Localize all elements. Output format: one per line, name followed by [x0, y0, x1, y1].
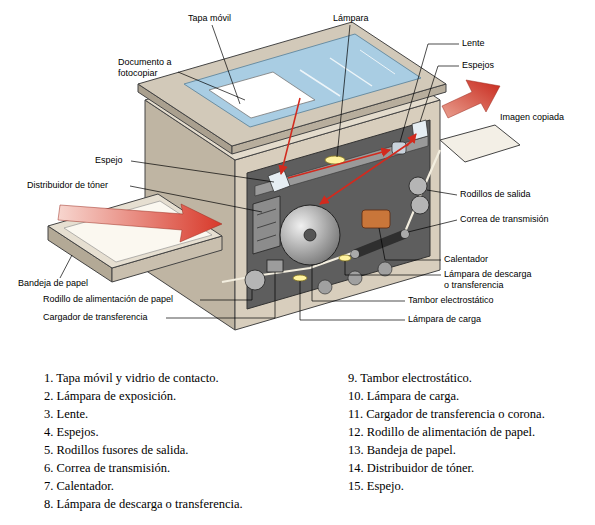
- part-label: Correa de transmisión: [460, 214, 549, 225]
- leader-line: [427, 190, 457, 195]
- numbered-list-item: 5. Rodillos fusores de salida.: [44, 443, 188, 458]
- numbered-list-item: 11. Cargador de transferencia o corona.: [348, 407, 545, 422]
- numbered-list-item: 10. Lámpara de carga.: [348, 389, 459, 404]
- transmission-belt: [355, 234, 405, 254]
- part-label: Lámpara: [333, 13, 369, 24]
- part-label: Rodillo de alimentación de papel: [43, 294, 173, 305]
- glass-shine: [360, 50, 395, 74]
- part-label: Imagen copiada: [500, 112, 564, 123]
- numbered-list-item: 4. Espejos.: [44, 425, 99, 440]
- heater: [362, 210, 390, 228]
- light-ray: [281, 98, 300, 174]
- glass-shine: [330, 58, 372, 86]
- part-label: Tapa móvil: [188, 13, 231, 24]
- document-sheet: [209, 72, 315, 118]
- leader-line: [178, 72, 245, 100]
- lower-roller: [348, 271, 362, 285]
- leader-line: [60, 255, 72, 278]
- feed-roller: [245, 270, 265, 290]
- lower-roller: [318, 280, 332, 294]
- glass-shine: [300, 70, 340, 96]
- numbered-list-item: 2. Lámpara de exposición.: [44, 389, 176, 404]
- part-label: Lámpara de carga: [408, 314, 481, 325]
- part-label: Distribuidor de tóner: [27, 180, 108, 191]
- electrostatic-drum: [280, 205, 340, 265]
- paper-tray-top: [48, 194, 222, 268]
- leader-line: [400, 44, 459, 142]
- lens: [392, 142, 406, 154]
- part-label: Tambor electrostático: [408, 295, 494, 306]
- part-label: Documento a fotocopiar: [118, 57, 182, 79]
- part-label: Calentador: [444, 254, 488, 265]
- numbered-list-item: 14. Distribuidor de tóner.: [348, 461, 474, 476]
- contact-glass: [184, 34, 421, 127]
- charge-lamp: [293, 275, 307, 281]
- output-tray: [440, 125, 520, 162]
- part-label: Bandeja de papel: [18, 278, 88, 289]
- toner-distributor: [253, 196, 280, 254]
- mirror: [268, 170, 290, 192]
- exit-roller: [409, 177, 427, 195]
- leader-line: [300, 281, 405, 320]
- numbered-list-item: 9. Tambor electrostático.: [348, 371, 472, 386]
- leader-line: [131, 161, 274, 182]
- paper-path: [222, 150, 440, 282]
- leader-line: [337, 25, 350, 157]
- numbered-list-item: 15. Espejo.: [348, 479, 404, 494]
- leader-line: [345, 261, 441, 275]
- interior-cutaway: [247, 120, 430, 309]
- part-label: Lámpara de descarga o transferencia: [444, 269, 539, 291]
- numbered-list-item: 3. Lente.: [44, 407, 88, 422]
- numbered-list-item: 7. Calentador.: [44, 479, 114, 494]
- lower-roller: [378, 262, 392, 276]
- part-label: Cargador de transferencia: [43, 312, 148, 323]
- toner-stripe: [257, 235, 276, 241]
- leader-line: [166, 272, 275, 318]
- copy-out-arrow: [442, 80, 500, 118]
- drum-axis: [304, 229, 316, 241]
- paper-in-arrow: [58, 204, 222, 242]
- part-label: Lente: [462, 38, 485, 49]
- optics-shelf: [255, 136, 428, 196]
- leader-line: [200, 290, 252, 300]
- exit-roller: [411, 196, 429, 214]
- leader-line: [130, 186, 262, 212]
- leader-line: [420, 66, 459, 122]
- toner-stripe: [257, 222, 276, 228]
- leader-line: [379, 228, 441, 260]
- numbered-list-item: 13. Bandeja de papel.: [348, 443, 456, 458]
- numbered-list-item: 1. Tapa móvil y vidrio de contacto.: [44, 371, 219, 386]
- belt-roller: [401, 230, 409, 238]
- belt-roller: [351, 250, 359, 258]
- discharge-lamp: [339, 255, 351, 261]
- light-ray: [288, 150, 390, 178]
- part-label: Espejos: [462, 60, 494, 71]
- part-label: Espejo: [95, 155, 123, 166]
- leader-line: [408, 220, 457, 232]
- part-label: Rodillos de salida: [460, 189, 531, 200]
- light-ray: [320, 140, 414, 204]
- numbered-list-item: 6. Correa de transmisión.: [44, 461, 170, 476]
- leader-line: [312, 265, 405, 301]
- numbered-list-item: 12. Rodillo de alimentación de papel.: [348, 425, 535, 440]
- toner-stripe: [257, 209, 276, 215]
- transfer-charger: [267, 260, 283, 272]
- numbered-list-item: 8. Lámpara de descarga o transferencia.: [44, 497, 243, 512]
